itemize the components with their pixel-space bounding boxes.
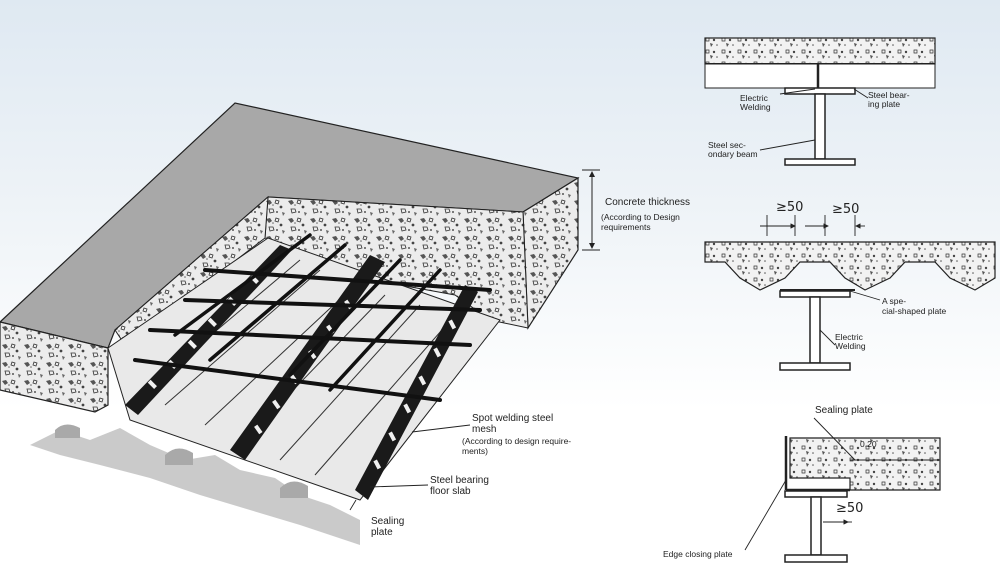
top-i-beam: [784, 87, 856, 166]
slab-left-face: [0, 321, 109, 413]
bottom-i-beam: [784, 490, 848, 563]
middle-concrete-slab: [704, 241, 996, 291]
label-steel-bearing-2: floor slab: [430, 486, 471, 497]
label-electric-welding-2: Welding: [740, 102, 771, 112]
label-edge-closing-plate: Edge closing plate: [663, 549, 733, 559]
label-special-plate-1: A spe-: [882, 296, 906, 306]
label-mid-welding-2: Welding: [835, 341, 866, 351]
label-special-plate-2: cial-shaped plate: [882, 306, 947, 316]
label-bearing-plate-2: ing plate: [868, 99, 900, 109]
label-concrete-thickness: Concrete thickness: [605, 197, 690, 208]
label-bearing-plate-1: Steel bear-: [868, 90, 910, 100]
label-sealing-plate: Sealing plate: [815, 405, 873, 416]
label-electric-welding-1: Electric: [740, 93, 769, 103]
label-spot-welding-1: Spot welding steel: [472, 413, 553, 424]
detail-middle-section: ≥50 ≥50 A spe- cial-shaped plate Electri…: [704, 200, 996, 371]
label-dim-right: ≥50: [832, 202, 859, 217]
deck-shadow: [30, 428, 360, 545]
label-bottom-dim: ≥50: [836, 501, 863, 516]
label-spot-welding-2: mesh: [472, 424, 496, 435]
middle-i-beam: [779, 290, 851, 371]
detail-bottom-section: ≥50 Sealing plate 0.20 Edge closing plat…: [663, 405, 941, 563]
top-concrete-slab: [704, 37, 936, 65]
label-spot-welding-note-1: (According to design require-: [462, 436, 571, 446]
label-concrete-note-1: (According to Design: [601, 212, 680, 222]
label-secondary-beam-1: Steel sec-: [708, 140, 746, 150]
label-spot-welding-note-2: ments): [462, 446, 488, 456]
label-sealing-plate-1: Sealing: [371, 516, 404, 527]
steel-mesh-bars: [133, 268, 492, 402]
detail-top-section: Electric Welding Steel bear- ing plate S…: [704, 37, 936, 166]
label-steel-bearing-1: Steel bearing: [430, 475, 489, 486]
main-isometric-diagram: Concrete thickness (According to Design …: [0, 102, 690, 545]
label-mid-welding-1: Electric: [835, 332, 864, 342]
label-thickness: 0.20: [860, 439, 877, 449]
label-secondary-beam-2: ondary beam: [708, 149, 758, 159]
label-concrete-note-2: requirements: [601, 222, 651, 232]
label-sealing-plate-2: plate: [371, 527, 393, 538]
thickness-dimension: [582, 169, 600, 251]
label-dim-left: ≥50: [776, 200, 803, 215]
